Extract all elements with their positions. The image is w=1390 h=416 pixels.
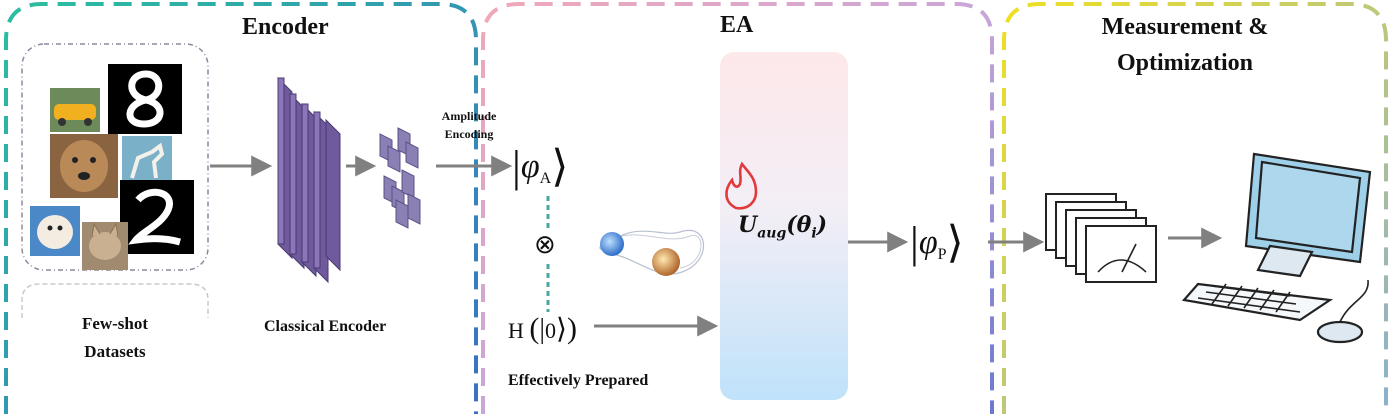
- computer-icon: [1181, 152, 1372, 344]
- measurement-section-border: [1002, 2, 1388, 414]
- measurement-title-line1: Measurement &: [1101, 14, 1269, 40]
- cat-photo: [82, 222, 128, 270]
- u-aug-operator: Uaug(θi): [738, 212, 827, 241]
- classical-encoder-label: Classical Encoder: [264, 318, 387, 335]
- few-shot-label-line1: Few-shot: [81, 314, 149, 333]
- parameterized-circuit-block: [720, 52, 848, 400]
- u-aug-subscript: aug: [757, 225, 787, 242]
- few-shot-label-line2: Datasets: [84, 342, 146, 361]
- dataset-frame: [21, 43, 209, 271]
- encoder-title: Encoder: [242, 14, 329, 40]
- u-aug-argument: (θ: [786, 212, 812, 238]
- amplitude-encoding-line2: Encoding: [444, 127, 494, 141]
- hadamard-label: H: [508, 318, 524, 343]
- puppy-photo: [30, 206, 80, 256]
- u-aug-close: ): [816, 212, 828, 238]
- state-phi-p: |φP⟩: [910, 218, 964, 268]
- qubit-sphere-icon: [599, 229, 705, 276]
- meter-icon: [1045, 193, 1157, 283]
- phi-a-symbol: φ: [520, 148, 540, 186]
- hadamard-zero-state: H (|0⟩): [508, 312, 577, 345]
- horse-photo: [122, 136, 172, 186]
- flame-icon: [725, 161, 758, 210]
- measurement-title-line2: Optimization: [1117, 50, 1253, 76]
- ea-section-border: [481, 2, 994, 414]
- phi-p-subscript: P: [937, 245, 947, 263]
- phi-p-symbol: φ: [918, 224, 938, 262]
- ea-title: EA: [720, 12, 754, 38]
- state-phi-a: |φA⟩: [512, 142, 569, 192]
- u-aug-main: U: [738, 212, 758, 238]
- phi-a-subscript: A: [539, 169, 552, 187]
- digit-2-image: [120, 180, 194, 254]
- ket-zero-label: 0: [545, 318, 556, 343]
- effectively-prepared-label: Effectively Prepared: [508, 372, 649, 389]
- dog-photo: [50, 134, 118, 198]
- tensor-product-symbol: ⊗: [534, 230, 556, 260]
- digit-8-image: [108, 64, 182, 134]
- neural-layers-icon: [277, 76, 421, 284]
- dataset-label-frame: [21, 283, 209, 318]
- u-aug-argument-subscript: i: [811, 225, 817, 242]
- amplitude-encoding-line1: Amplitude: [441, 109, 497, 123]
- car-photo: [50, 88, 100, 132]
- encoder-section-border: [4, 2, 478, 414]
